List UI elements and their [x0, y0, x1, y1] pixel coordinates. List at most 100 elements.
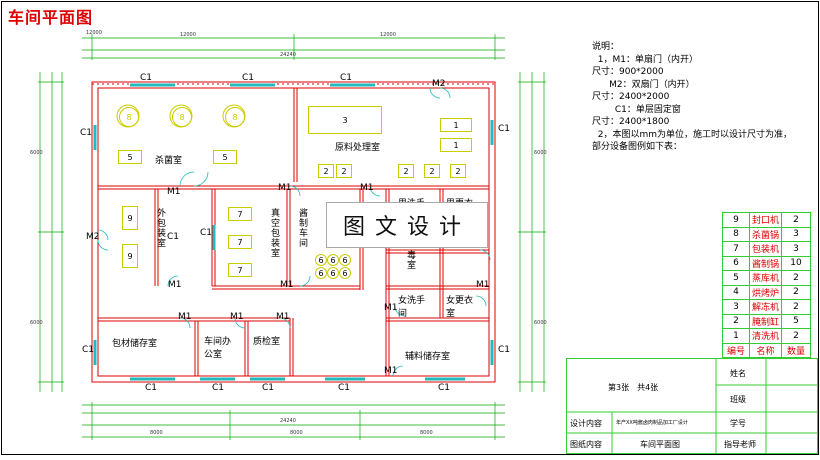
window-tag: C1 [80, 128, 93, 138]
equipment-qty: 2 [781, 270, 812, 286]
dim-text: 24240 [280, 418, 296, 424]
note-line: 1，M1：单扇门（内开） [597, 54, 698, 65]
dim-text: 12000 [180, 32, 196, 38]
equipment-2: 2 [450, 164, 466, 178]
equipment-6: 6 [315, 267, 327, 279]
door-tag: M1 [168, 280, 182, 290]
equipment-no: 8 [722, 226, 750, 242]
design-notes: 说明： 1，M1：单扇门（内开） 尺寸：900*2000 M2：双扇门（内开） … [592, 41, 792, 154]
window-tag: C1 [338, 383, 351, 393]
equipment-qty: 2 [781, 212, 812, 228]
equipment-qty: 2 [781, 299, 812, 315]
dim-text: 8000 [290, 430, 303, 436]
equipment-9: 9 [122, 206, 138, 230]
door-tag: M2 [432, 79, 446, 89]
equipment-no: 6 [722, 255, 750, 271]
door-tag: M1 [167, 187, 181, 197]
equipment-no: 5 [722, 270, 750, 286]
watermark-stamp: 图文设计 [326, 202, 488, 248]
room-qc: 质检室 [253, 337, 281, 347]
window-tag: C1 [82, 345, 95, 355]
equipment-8: 8 [119, 107, 139, 127]
class-label: 班级 [730, 395, 746, 404]
equipment-name: 名称 [748, 342, 783, 358]
equipment-qty: 10 [781, 255, 812, 271]
dim-text: 12000 [86, 30, 102, 36]
equipment-qty: 5 [781, 313, 812, 329]
name-label: 姓名 [730, 369, 746, 378]
equipment-name: 封口机 [748, 212, 783, 228]
room-female-wash: 女洗手间 [398, 296, 426, 319]
equipment-qty: 2 [781, 284, 812, 300]
title-block [566, 358, 818, 454]
room-aux-store: 辅料储存室 [405, 352, 451, 362]
room-disinfect: 毒室 [405, 250, 415, 270]
equipment-6: 6 [327, 267, 339, 279]
equipment-2: 2 [398, 164, 414, 178]
equipment-5: 5 [213, 150, 237, 164]
equipment-qty: 数量 [781, 342, 812, 358]
door-tag: M1 [178, 312, 192, 322]
equipment-no: 7 [722, 241, 750, 257]
equipment-8: 8 [172, 107, 192, 127]
door-tag: M1 [230, 312, 244, 322]
equipment-3: 3 [308, 106, 382, 134]
window-tag: C1 [140, 73, 153, 83]
doors [97, 87, 491, 377]
note-line: 部分设备图例如下表： [592, 142, 683, 152]
door-tag: M1 [276, 312, 290, 322]
equipment-name: 酱制锅 [748, 255, 783, 271]
equipment-5: 5 [118, 150, 142, 164]
equipment-9: 9 [122, 244, 138, 268]
notes-heading: 说明： [592, 42, 620, 52]
equipment-name: 杀菌锅 [748, 226, 783, 242]
dim-text: 6000 [30, 320, 43, 326]
window-tag: C1 [167, 232, 180, 242]
equipment-2: 2 [336, 164, 352, 178]
window-tag: C1 [262, 383, 275, 393]
equipment-6: 6 [339, 267, 351, 279]
sterilizer-circles [116, 104, 246, 128]
equipment-no: 2 [722, 313, 750, 329]
drawing-title: 车间平面图 [8, 8, 94, 27]
room-vacuum: 真空包装室 [269, 208, 279, 258]
equipment-2: 2 [424, 164, 440, 178]
equipment-1: 1 [440, 138, 472, 152]
equipment-qty: 3 [781, 226, 812, 242]
equipment-no: 1 [722, 328, 750, 344]
dim-text: 6000 [30, 150, 43, 156]
room-office: 车间办公室 [204, 337, 232, 360]
door-tag: M1 [476, 280, 490, 290]
equipment-no: 编号 [722, 342, 750, 358]
equipment-8: 8 [225, 107, 245, 127]
equipment-7: 7 [228, 235, 252, 249]
equipment-name: 清洗机 [748, 328, 783, 344]
equipment-6: 6 [315, 254, 327, 266]
door-tag: M1 [278, 183, 292, 193]
dim-text: 6000 [534, 320, 547, 326]
equipment-table-header: 编号名称数量 [722, 342, 812, 358]
room-sterilize: 杀菌室 [155, 156, 183, 166]
drawing-value: 车间平面图 [640, 440, 680, 449]
window-tag: C1 [145, 383, 158, 393]
room-sauce: 酱制车间 [297, 208, 307, 248]
note-line: 尺寸：2400*2000 [592, 92, 670, 102]
equipment-no: 3 [722, 299, 750, 315]
student-label: 学号 [730, 419, 746, 428]
equipment-qty: 2 [781, 328, 812, 344]
door-tag: M1 [360, 183, 374, 193]
door-tag: M2 [86, 232, 100, 242]
dim-text: 8000 [420, 430, 433, 436]
window-tag: C1 [212, 383, 225, 393]
door-tag: M1 [384, 366, 398, 376]
room-raw: 原料处理室 [335, 143, 381, 153]
equipment-no: 9 [722, 212, 750, 228]
